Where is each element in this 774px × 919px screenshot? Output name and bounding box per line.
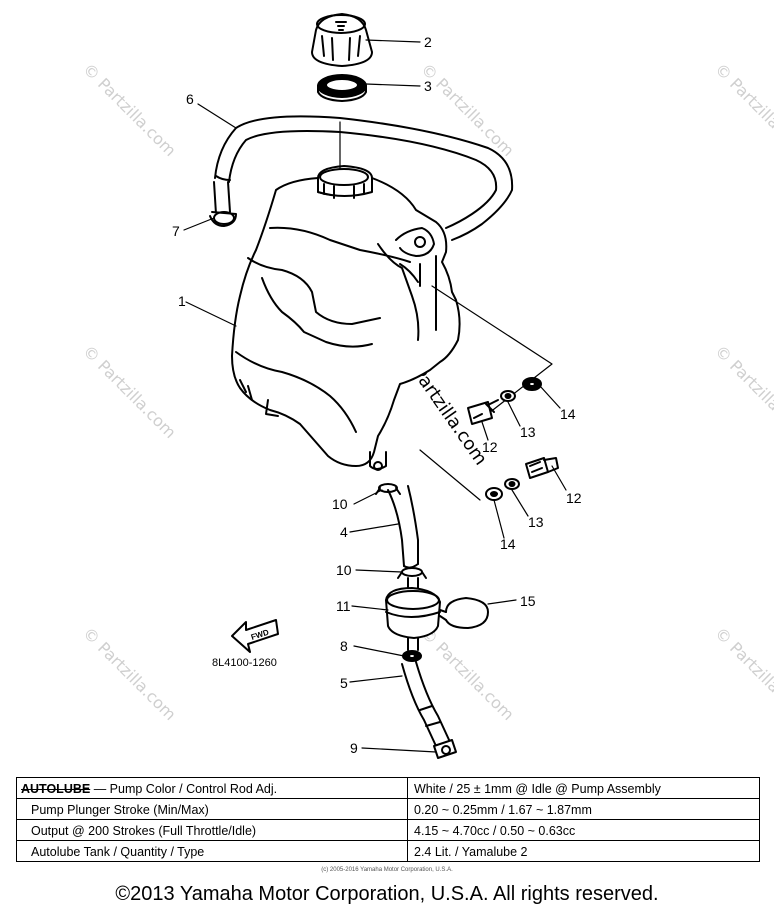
callout-10-upper: 10: [332, 496, 348, 512]
callout-5: 5: [340, 675, 348, 691]
watermark-mid-left: © Partzilla.com: [79, 341, 180, 442]
leader-lines: [183, 39, 567, 753]
hose-upper: [387, 485, 419, 569]
hose-end-fitting: [433, 739, 457, 759]
oil-filter: [385, 577, 441, 651]
bolt-lower-12: [525, 457, 559, 479]
watermark-low-right: © Partzilla.com: [711, 623, 774, 724]
copyright-notice: ©2013 Yamaha Motor Corporation, U.S.A. A…: [115, 883, 659, 905]
watermark-top-mid: © Partzilla.com: [417, 59, 518, 160]
hose-clip-lower: [397, 567, 427, 579]
washer-upper-14: [522, 377, 542, 391]
watermark-top-right: © Partzilla.com: [711, 59, 774, 160]
spec-label-rest: — Pump Color / Control Rod Adj.: [90, 781, 278, 796]
spec-label: Autolube Tank / Quantity / Type: [16, 840, 408, 862]
autolube-spec-table: AUTOLUBE — Pump Color / Control Rod Adj.…: [16, 777, 760, 862]
callout-14-lower: 14: [500, 536, 516, 552]
callout-11: 11: [336, 598, 351, 614]
watermark-low-mid: © Partzilla.com: [417, 623, 518, 724]
spec-value: 2.4 Lit. / Yamalube 2: [407, 840, 760, 862]
spec-value: White / 25 ± 1mm @ Idle @ Pump Assembly: [407, 777, 760, 799]
callout-14-upper: 14: [560, 406, 576, 422]
callout-15: 15: [520, 593, 536, 609]
spec-row: Pump Plunger Stroke (Min/Max) 0.20 ~ 0.2…: [16, 798, 760, 820]
callout-6: 6: [186, 91, 194, 107]
band-clip: [439, 597, 489, 629]
bolt-upper-12: [467, 399, 499, 425]
washer-upper-13: [500, 390, 516, 402]
small-copyright-notice: (c) 2005-2016 Yamaha Motor Corporation, …: [321, 867, 453, 873]
callout-3: 3: [424, 78, 432, 94]
fwd-arrow: [231, 619, 279, 653]
callout-12-upper: 12: [482, 439, 498, 455]
breather-hose: [214, 115, 514, 241]
breather-clip: [209, 181, 237, 227]
washer-lower-14: [485, 487, 503, 501]
spec-row: AUTOLUBE — Pump Color / Control Rod Adj.…: [16, 777, 760, 799]
washer-lower-13: [504, 478, 520, 490]
spec-value: 4.15 ~ 4.70cc / 0.50 ~ 0.63cc: [407, 819, 760, 841]
spec-label: Pump Plunger Stroke (Min/Max): [16, 798, 408, 820]
callout-8: 8: [340, 638, 348, 654]
watermark-low-left: © Partzilla.com: [79, 623, 180, 724]
callout-4: 4: [340, 524, 348, 540]
callout-13-lower: 13: [528, 514, 544, 530]
hose-clip-8: [402, 650, 422, 662]
callout-12-lower: 12: [566, 490, 582, 506]
callout-1: 1: [178, 293, 186, 309]
hose-lower: [401, 661, 451, 747]
callout-2: 2: [424, 34, 432, 50]
leader-upper-mount: [431, 285, 553, 421]
diagram-part-code: 8L4100-1260: [212, 657, 277, 669]
spec-label: Output @ 200 Strokes (Full Throttle/Idle…: [16, 819, 408, 841]
oil-tank: [231, 165, 461, 471]
spec-value: 0.20 ~ 0.25mm / 1.67 ~ 1.87mm: [407, 798, 760, 820]
callout-13-upper: 13: [520, 424, 536, 440]
spec-row: Output @ 200 Strokes (Full Throttle/Idle…: [16, 819, 760, 841]
watermark-mid-right: © Partzilla.com: [711, 341, 774, 442]
spec-row: Autolube Tank / Quantity / Type 2.4 Lit.…: [16, 840, 760, 862]
spec-lead-label: AUTOLUBE: [21, 781, 91, 796]
leader-lower-mount: [419, 449, 481, 501]
watermark-top-left: © Partzilla.com: [79, 59, 180, 160]
tank-cap: [311, 13, 373, 67]
callout-10-lower: 10: [336, 562, 352, 578]
spec-label: AUTOLUBE — Pump Color / Control Rod Adj.: [16, 777, 408, 799]
cap-seal: [317, 74, 367, 102]
callout-9: 9: [350, 740, 358, 756]
callout-labels: 1 2 3 4 5 6 7 8 9 10 10 11 12 12 13 13 1…: [172, 34, 582, 756]
exploded-parts-diagram: © Partzilla.com © Partzilla.com © Partzi…: [79, 13, 774, 759]
callout-7: 7: [172, 223, 180, 239]
